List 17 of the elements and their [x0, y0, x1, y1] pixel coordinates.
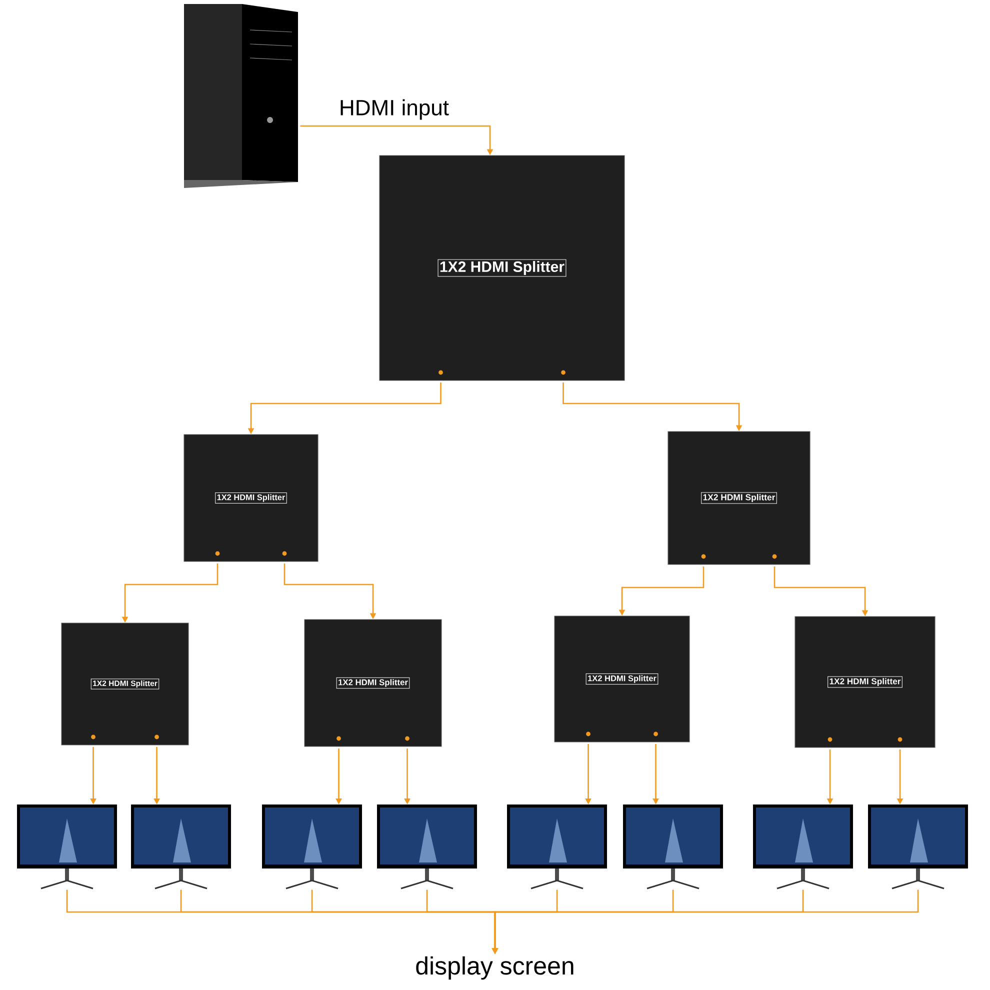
monitor-picture — [262, 804, 362, 890]
monitor-picture — [377, 804, 477, 890]
splitter-box: 1X2 HDMI Splitter — [184, 434, 318, 562]
monitor-picture — [868, 804, 968, 890]
splitter-box: 1X2 HDMI Splitter — [794, 616, 936, 748]
monitor-picture — [131, 804, 231, 890]
caption-text: display screen — [416, 956, 574, 980]
monitor-picture — [623, 804, 723, 890]
splitter-box: 1X2 HDMI Splitter — [668, 431, 810, 565]
computer-picture — [184, 4, 298, 188]
splitter-box: 1X2 HDMI Splitter — [554, 616, 690, 742]
monitor-picture — [17, 804, 117, 890]
monitor-picture — [507, 804, 607, 890]
monitor-picture — [753, 804, 853, 890]
splitter-box: 1X2 HDMI Splitter — [379, 155, 625, 381]
edge-label: HDMI input — [337, 97, 452, 122]
splitter-box: 1X2 HDMI Splitter — [304, 619, 442, 747]
